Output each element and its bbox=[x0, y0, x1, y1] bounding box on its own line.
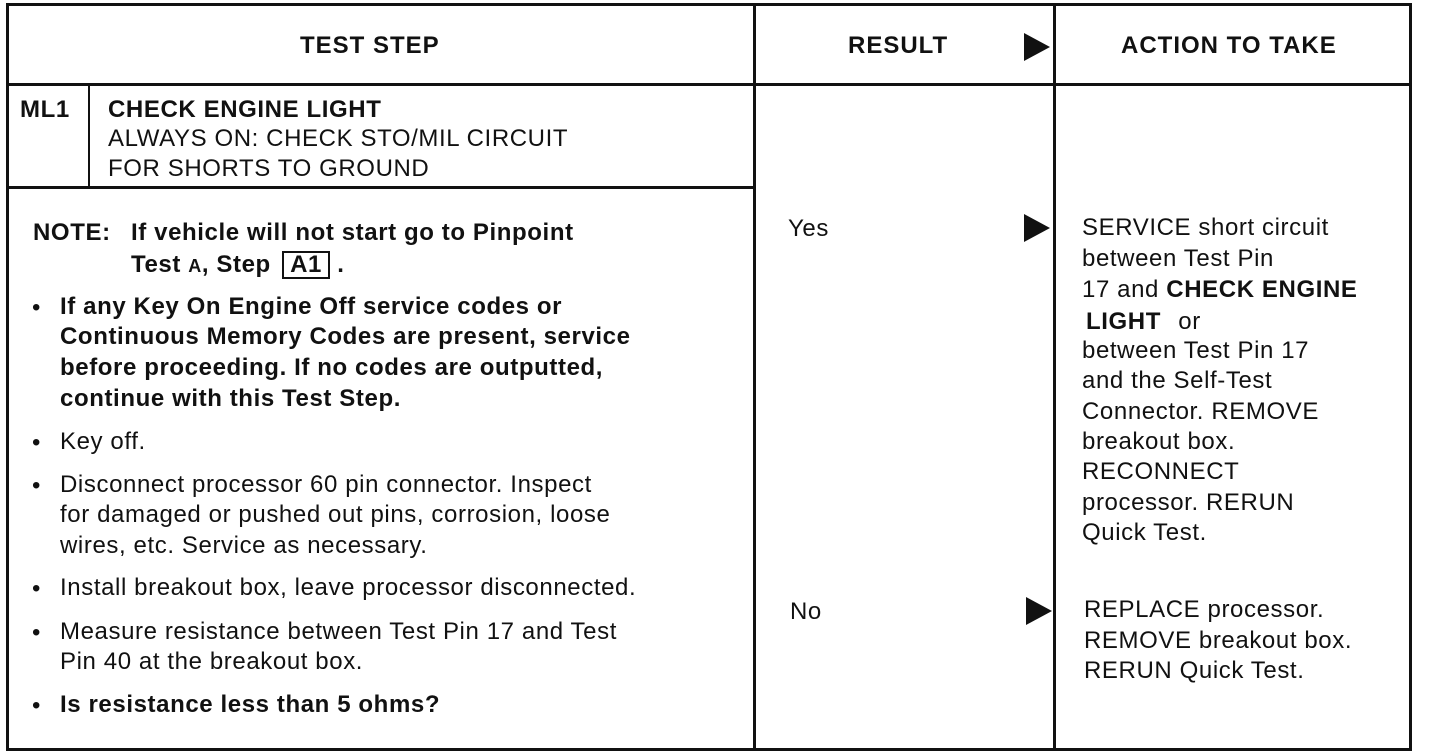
bullet-1-line2: Continuous Memory Codes are present, ser… bbox=[60, 323, 631, 350]
action-yes-line5: between Test Pin 17 bbox=[1082, 337, 1310, 364]
note-line1: If vehicle will not start go to Pinpoint bbox=[131, 219, 574, 246]
bullet-3-line2: for damaged or pushed out pins, corrosio… bbox=[60, 501, 611, 528]
header-divider bbox=[6, 83, 1412, 86]
header-arrow-icon bbox=[1024, 33, 1050, 61]
action-no-line2: REMOVE breakout box. bbox=[1084, 627, 1353, 654]
action-yes-pin-text: 17 and bbox=[1082, 276, 1160, 303]
bullet-1-line1: If any Key On Engine Off service codes o… bbox=[60, 293, 563, 320]
bullet-dot: • bbox=[32, 472, 41, 499]
action-yes-check-engine: CHECK ENGINE bbox=[1166, 276, 1358, 303]
bullet-5-line2: Pin 40 at the breakout box. bbox=[60, 648, 364, 675]
note-step-word: , Step bbox=[201, 251, 271, 278]
column-divider-result bbox=[753, 3, 756, 751]
action-yes-line7: Connector. REMOVE bbox=[1082, 398, 1319, 425]
bullet-2-line1: Key off. bbox=[60, 428, 146, 455]
action-yes-or: or bbox=[1178, 308, 1201, 335]
step-title-divider bbox=[6, 186, 755, 189]
result-no: No bbox=[790, 598, 822, 625]
bullet-dot: • bbox=[32, 692, 41, 719]
action-yes-line3: 17 and CHECK ENGINE bbox=[1082, 275, 1358, 305]
header-action: ACTION TO TAKE bbox=[1121, 32, 1337, 59]
result-no-arrow-icon bbox=[1026, 597, 1052, 625]
action-no-line1: REPLACE processor. bbox=[1084, 596, 1325, 623]
note-test-word: Test bbox=[131, 251, 181, 278]
bullet-1-line3: before proceeding. If no codes are outpu… bbox=[60, 354, 604, 381]
note-period: . bbox=[337, 251, 345, 278]
bullet-dot: • bbox=[32, 619, 41, 646]
result-yes-arrow-icon bbox=[1024, 214, 1050, 242]
result-yes: Yes bbox=[788, 215, 829, 242]
step-reference-box: A1 bbox=[282, 251, 330, 279]
bullet-3-line3: wires, etc. Service as necessary. bbox=[60, 532, 428, 559]
bullet-6-line1: Is resistance less than 5 ohms? bbox=[60, 691, 441, 718]
step-title: CHECK ENGINE LIGHT bbox=[108, 96, 382, 123]
step-subtitle-line2: FOR SHORTS TO GROUND bbox=[108, 155, 430, 182]
step-id: ML1 bbox=[20, 96, 70, 123]
bullet-3-line1: Disconnect processor 60 pin connector. I… bbox=[60, 471, 592, 498]
header-test-step: TEST STEP bbox=[300, 32, 440, 59]
action-yes-line9: RECONNECT bbox=[1082, 458, 1240, 485]
action-yes-line6: and the Self-Test bbox=[1082, 367, 1273, 394]
action-yes-line8: breakout box. bbox=[1082, 428, 1236, 455]
action-yes-light: LIGHT bbox=[1086, 308, 1161, 335]
column-divider-action bbox=[1053, 3, 1056, 751]
action-yes-line10: processor. RERUN bbox=[1082, 489, 1295, 516]
bullet-dot: • bbox=[32, 575, 41, 602]
note-label: NOTE: bbox=[33, 219, 111, 246]
step-id-divider bbox=[88, 85, 90, 188]
header-result: RESULT bbox=[848, 32, 949, 59]
bullet-dot: • bbox=[32, 294, 41, 321]
action-yes-line2: between Test Pin bbox=[1082, 245, 1274, 272]
bullet-dot: • bbox=[32, 429, 41, 456]
action-yes-line4: LIGHT or bbox=[1086, 307, 1201, 337]
action-yes-line1: SERVICE short circuit bbox=[1082, 214, 1329, 241]
bullet-5-line1: Measure resistance between Test Pin 17 a… bbox=[60, 618, 617, 645]
note-test-letter: A bbox=[188, 256, 202, 276]
bullet-4-line1: Install breakout box, leave processor di… bbox=[60, 574, 637, 601]
step-subtitle-line1: ALWAYS ON: CHECK STO/MIL CIRCUIT bbox=[108, 125, 569, 152]
action-no-line3: RERUN Quick Test. bbox=[1084, 657, 1305, 684]
note-line2: Test A, Step A1 . bbox=[131, 250, 345, 281]
bullet-1-line4: continue with this Test Step. bbox=[60, 385, 401, 412]
test-step-table bbox=[6, 3, 1412, 751]
action-yes-line11: Quick Test. bbox=[1082, 519, 1207, 546]
